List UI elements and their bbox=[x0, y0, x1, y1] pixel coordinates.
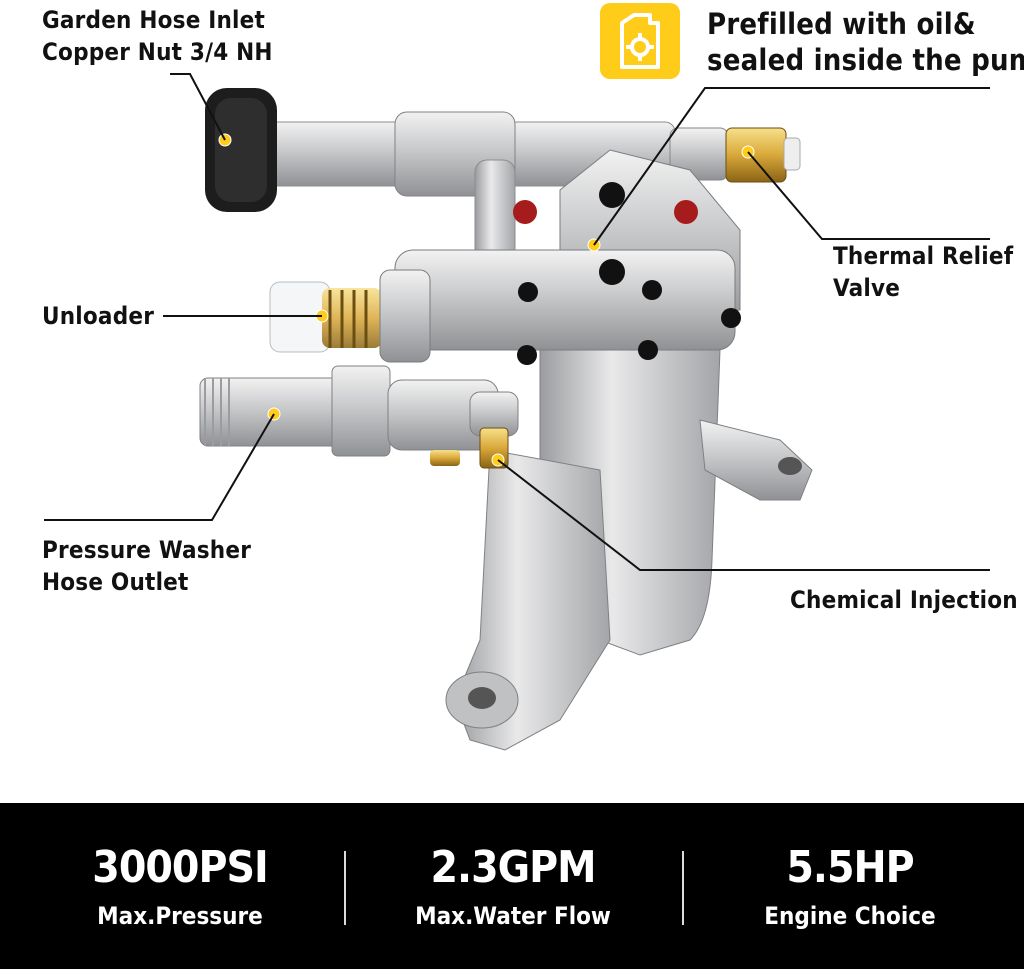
thermal-relief-valve bbox=[669, 127, 801, 183]
prefilled-label-line1: Prefilled with oil& bbox=[707, 7, 976, 41]
outlet-label-line2: Hose Outlet bbox=[42, 568, 189, 596]
chemical-injection-label: Chemical Injection bbox=[790, 586, 1018, 614]
stat-flow-caption: Max.Water Flow bbox=[415, 902, 611, 930]
prefilled-label-line2: sealed inside the pump bbox=[707, 43, 1024, 77]
prefilled-label: Prefilled with oil& sealed inside the pu… bbox=[707, 6, 1024, 78]
thermal-relief-label-line2: Valve bbox=[833, 274, 901, 302]
outlet-label: Pressure Washer Hose Outlet bbox=[42, 534, 251, 598]
stat-engine-value: 5.5HP bbox=[786, 842, 914, 893]
stat-pressure-value: 3000PSI bbox=[92, 842, 268, 893]
callout-lines bbox=[44, 73, 990, 571]
stat-flow: 2.3GPM Max.Water Flow bbox=[343, 843, 683, 933]
stat-engine: 5.5HP Engine Choice bbox=[680, 843, 1020, 933]
pump-product-image bbox=[199, 88, 813, 751]
specs-band: 3000PSI Max.Pressure 2.3GPM Max.Water Fl… bbox=[0, 803, 1024, 969]
garden-hose-label-line2: Copper Nut 3/4 NH bbox=[42, 38, 273, 66]
stat-pressure: 3000PSI Max.Pressure bbox=[10, 843, 350, 933]
garden-hose-leader bbox=[170, 73, 226, 141]
garden-hose-label-line1: Garden Hose Inlet bbox=[42, 6, 266, 34]
stat-flow-value: 2.3GPM bbox=[430, 842, 596, 893]
garden-hose-label: Garden Hose Inlet Copper Nut 3/4 NH bbox=[42, 4, 273, 68]
outlet-label-line1: Pressure Washer bbox=[42, 536, 252, 564]
thermal-relief-label-line1: Thermal Relief bbox=[833, 242, 1014, 270]
outlet-leader bbox=[44, 413, 275, 521]
oil-canister-icon bbox=[600, 3, 680, 79]
stat-divider-2 bbox=[682, 851, 684, 925]
oil-canister-gear-icon bbox=[620, 13, 660, 69]
thermal-leader bbox=[747, 151, 990, 240]
stat-divider-1 bbox=[344, 851, 346, 925]
prefilled-leader bbox=[593, 87, 990, 246]
stat-engine-caption: Engine Choice bbox=[764, 902, 936, 930]
pump-housing bbox=[445, 309, 813, 751]
manifold-head bbox=[394, 149, 741, 365]
unloader-label: Unloader bbox=[42, 302, 155, 330]
chemical-leader bbox=[497, 459, 990, 571]
stat-pressure-caption: Max.Pressure bbox=[97, 902, 263, 930]
thermal-relief-label: Thermal Relief Valve bbox=[833, 240, 1013, 304]
